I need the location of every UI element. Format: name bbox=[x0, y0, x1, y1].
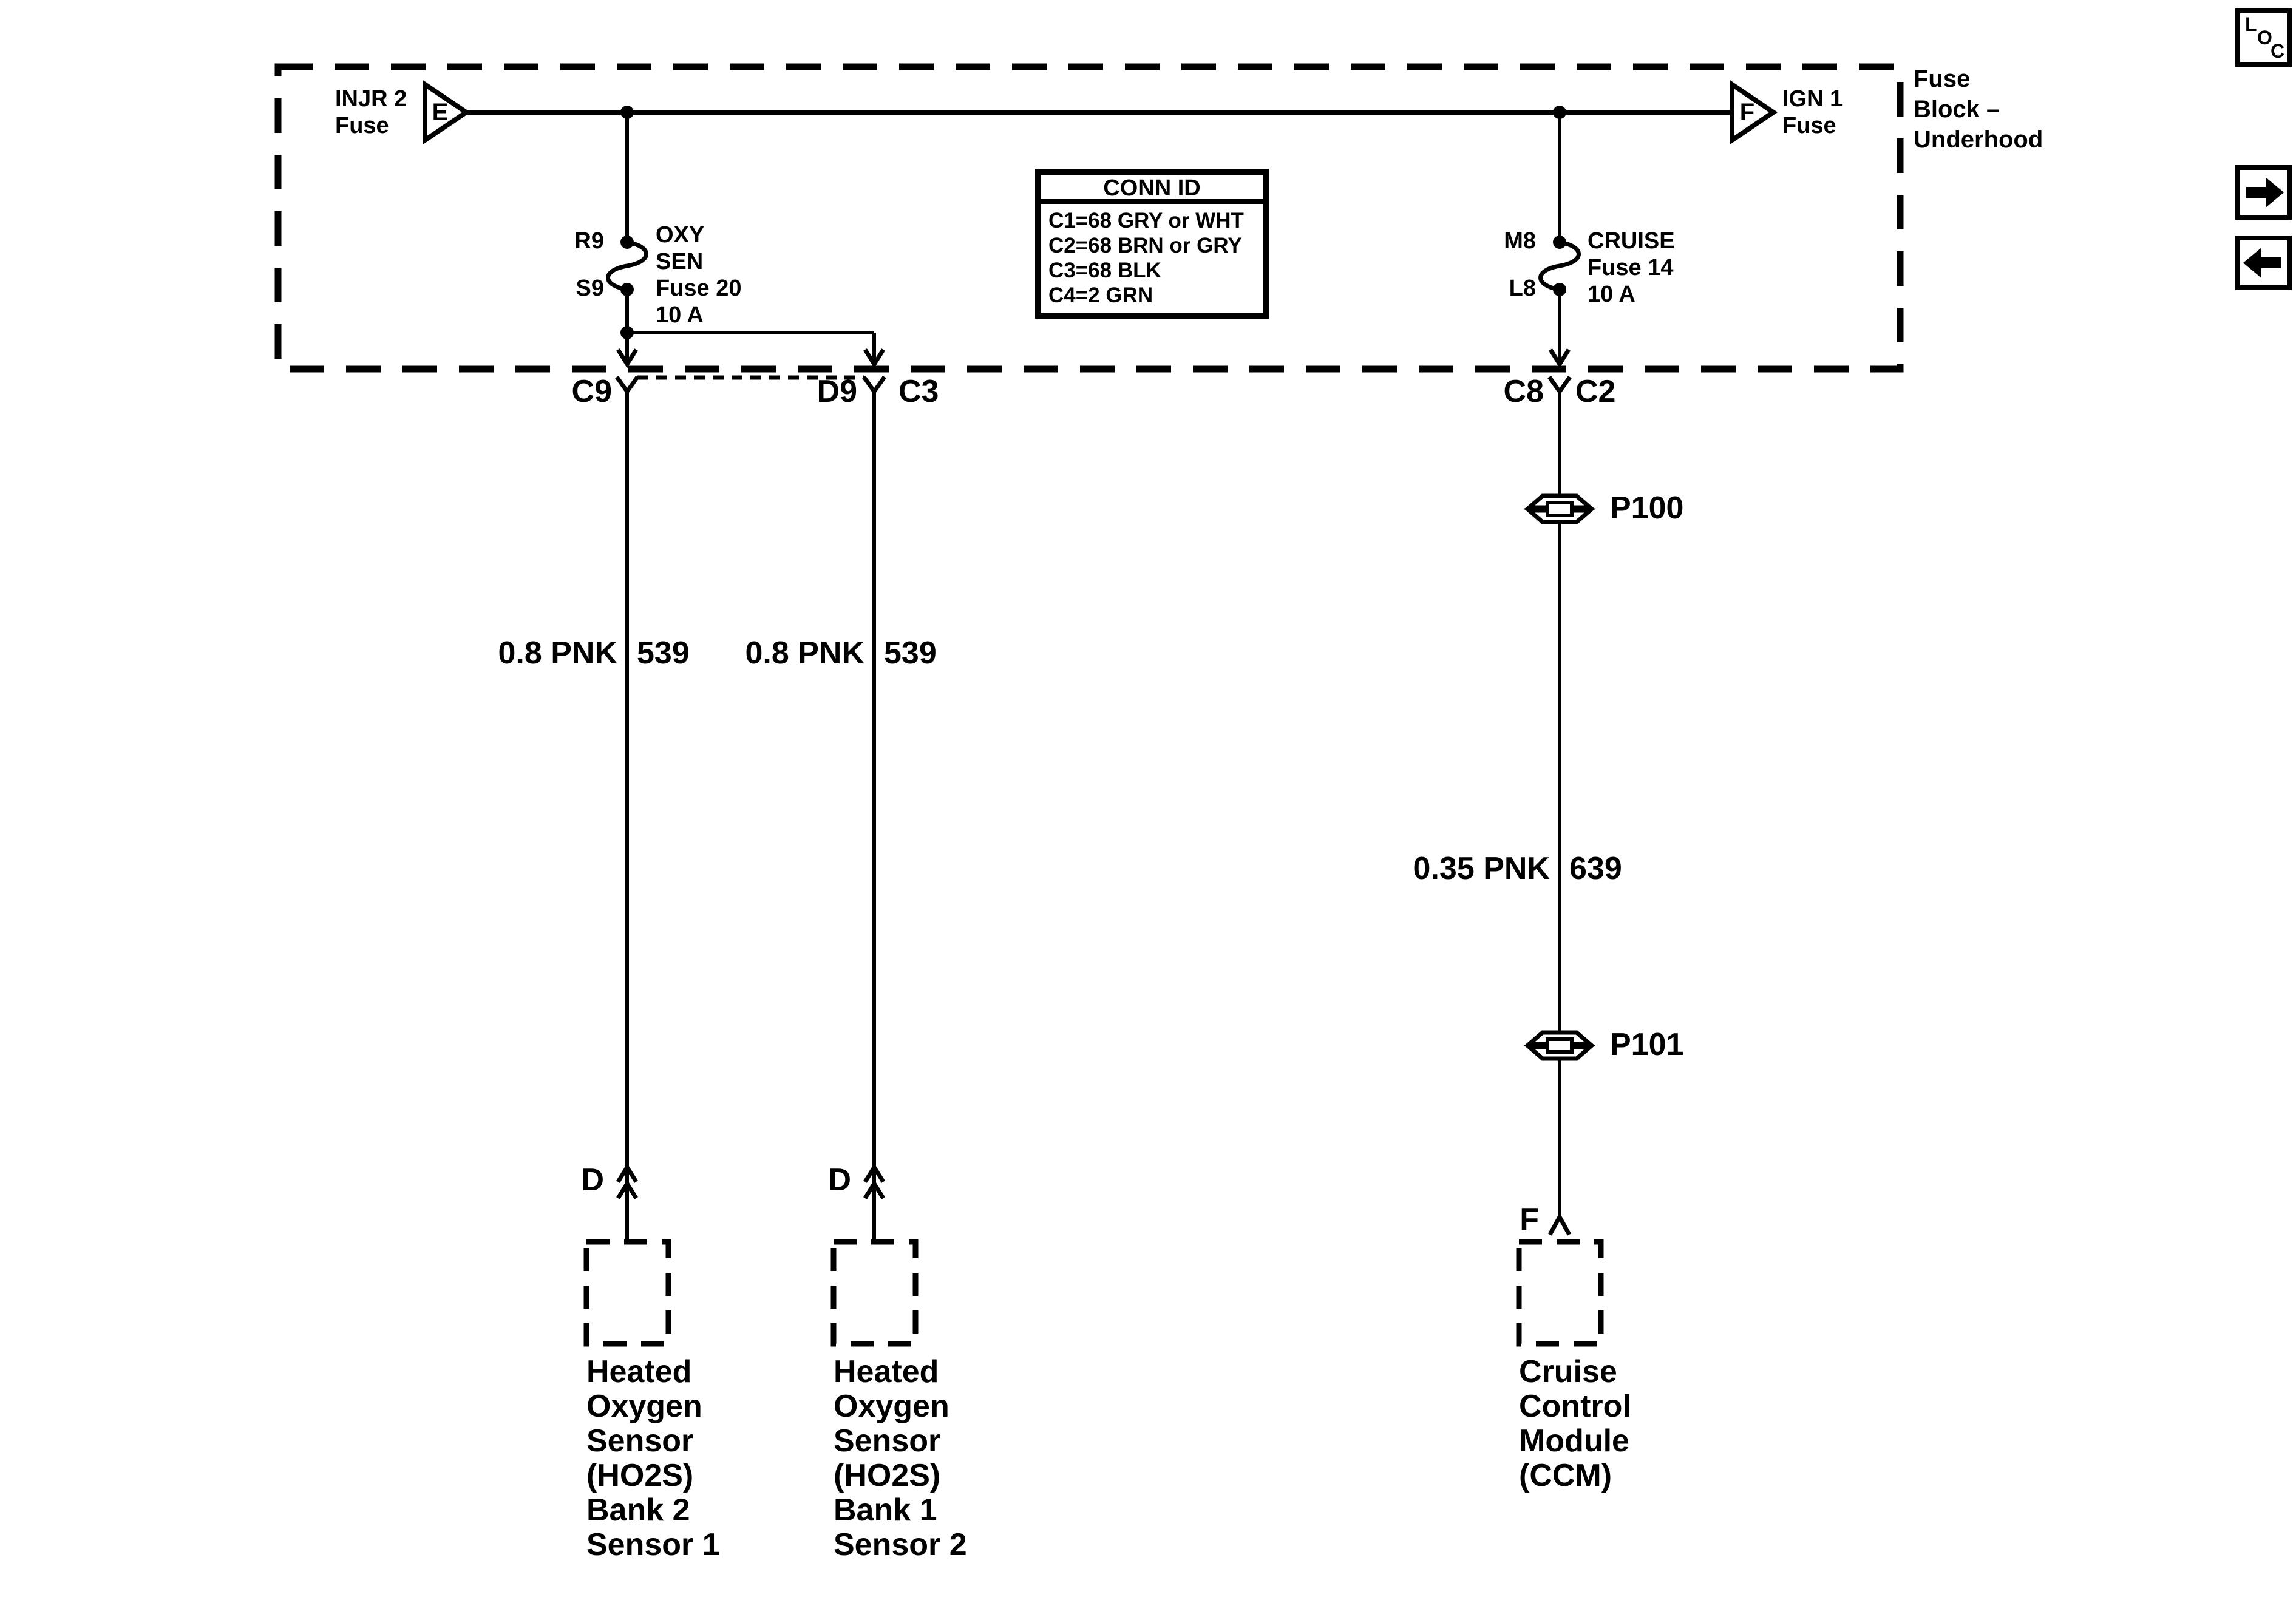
previous-page-button[interactable] bbox=[2235, 236, 2292, 290]
connector-c9-label: C9 bbox=[571, 374, 612, 409]
pin-d-label-middle: D bbox=[828, 1162, 851, 1198]
fuse-terminal-r9-label: R9 bbox=[574, 228, 604, 254]
loc-letter: O bbox=[2257, 27, 2272, 49]
wire-circuit-middle: 539 bbox=[884, 636, 937, 671]
conn-id-title: CONN ID bbox=[1103, 175, 1201, 201]
down-arrow-icon bbox=[863, 348, 885, 368]
cruise-fuse-label: CRUISE Fuse 14 10 A bbox=[1588, 228, 1675, 307]
fuse-terminal-m8-label: M8 bbox=[1504, 228, 1536, 254]
connector-c8-label: C8 bbox=[1503, 374, 1544, 409]
d-terminal-chevrons-icon bbox=[616, 1163, 885, 1199]
pin-d-label-left: D bbox=[581, 1162, 604, 1198]
conn-id-row: C3=68 BLK bbox=[1048, 259, 1161, 282]
left-arrow-icon bbox=[2243, 248, 2281, 278]
injr2-fuse-label: INJR 2 Fuse bbox=[335, 86, 407, 138]
fuse-element-icon bbox=[1538, 240, 1581, 292]
fuse-terminal-l8-label: L8 bbox=[1509, 276, 1536, 301]
fuse-terminal-s9-label: S9 bbox=[576, 276, 604, 301]
ccm-box bbox=[1516, 1239, 1604, 1347]
cruise-fuse-branch bbox=[1538, 112, 1581, 368]
fuse-element-icon bbox=[606, 240, 648, 292]
wire-circuit-right: 639 bbox=[1569, 851, 1622, 886]
down-arrow-icon bbox=[616, 348, 638, 368]
conn-id-row: C2=68 BRN or GRY bbox=[1048, 234, 1242, 257]
p100-inline-connector-icon bbox=[1523, 493, 1596, 524]
conn-id-row: C4=2 GRN bbox=[1048, 283, 1153, 307]
ign1-fuse-label: IGN 1 Fuse bbox=[1782, 86, 1843, 138]
feed-e-triangle-icon bbox=[423, 80, 471, 145]
loc-button[interactable]: L O C bbox=[2235, 8, 2292, 67]
conn-id-row: C1=68 GRY or WHT bbox=[1048, 209, 1244, 232]
ccm-pin-fork-icon bbox=[1547, 1216, 1572, 1236]
p101-inline-connector-icon bbox=[1523, 1030, 1596, 1061]
fuse-block-boundary bbox=[274, 63, 1904, 373]
ccm-name: Cruise Control Module (CCM) bbox=[1519, 1354, 1631, 1493]
connector-c2-label: C2 bbox=[1575, 374, 1616, 409]
down-arrow-icon bbox=[1549, 348, 1571, 368]
wire-label-right: 0.35 PNK bbox=[1413, 851, 1550, 886]
terminal-e-label: E bbox=[432, 99, 449, 126]
pin-f-label-ccm: F bbox=[1520, 1202, 1539, 1237]
right-arrow-icon bbox=[2246, 177, 2284, 208]
connector-d9-label: D9 bbox=[817, 374, 857, 409]
connector-c3-label: C3 bbox=[898, 374, 939, 409]
oxy-sen-fuse-branch bbox=[606, 112, 885, 368]
ho2s-bank1-sensor2-box bbox=[830, 1239, 919, 1347]
loc-letter: C bbox=[2271, 40, 2285, 62]
wire-label-middle: 0.8 PNK bbox=[745, 636, 864, 671]
fuse-block-title: Fuse Block – Underhood bbox=[1914, 66, 2043, 153]
p100-label: P100 bbox=[1610, 490, 1684, 526]
wire-circuit-left: 539 bbox=[637, 636, 690, 671]
p101-label: P101 bbox=[1610, 1027, 1684, 1062]
wire-label-left: 0.8 PNK bbox=[498, 636, 617, 671]
ho2s-bank2-sensor1-name: Heated Oxygen Sensor (HO2S) Bank 2 Senso… bbox=[586, 1354, 720, 1562]
terminal-f-label: F bbox=[1739, 99, 1755, 126]
feed-f-triangle-icon bbox=[1730, 80, 1778, 145]
ho2s-bank2-sensor1-box bbox=[583, 1239, 671, 1347]
ho2s-bank1-sensor2-name: Heated Oxygen Sensor (HO2S) Bank 1 Senso… bbox=[834, 1354, 967, 1562]
oxy-sen-fuse-label: OXY SEN Fuse 20 10 A bbox=[656, 222, 742, 328]
next-page-button[interactable] bbox=[2235, 165, 2292, 220]
conn-id-box bbox=[1035, 169, 1269, 319]
loc-letter: L bbox=[2245, 13, 2257, 35]
